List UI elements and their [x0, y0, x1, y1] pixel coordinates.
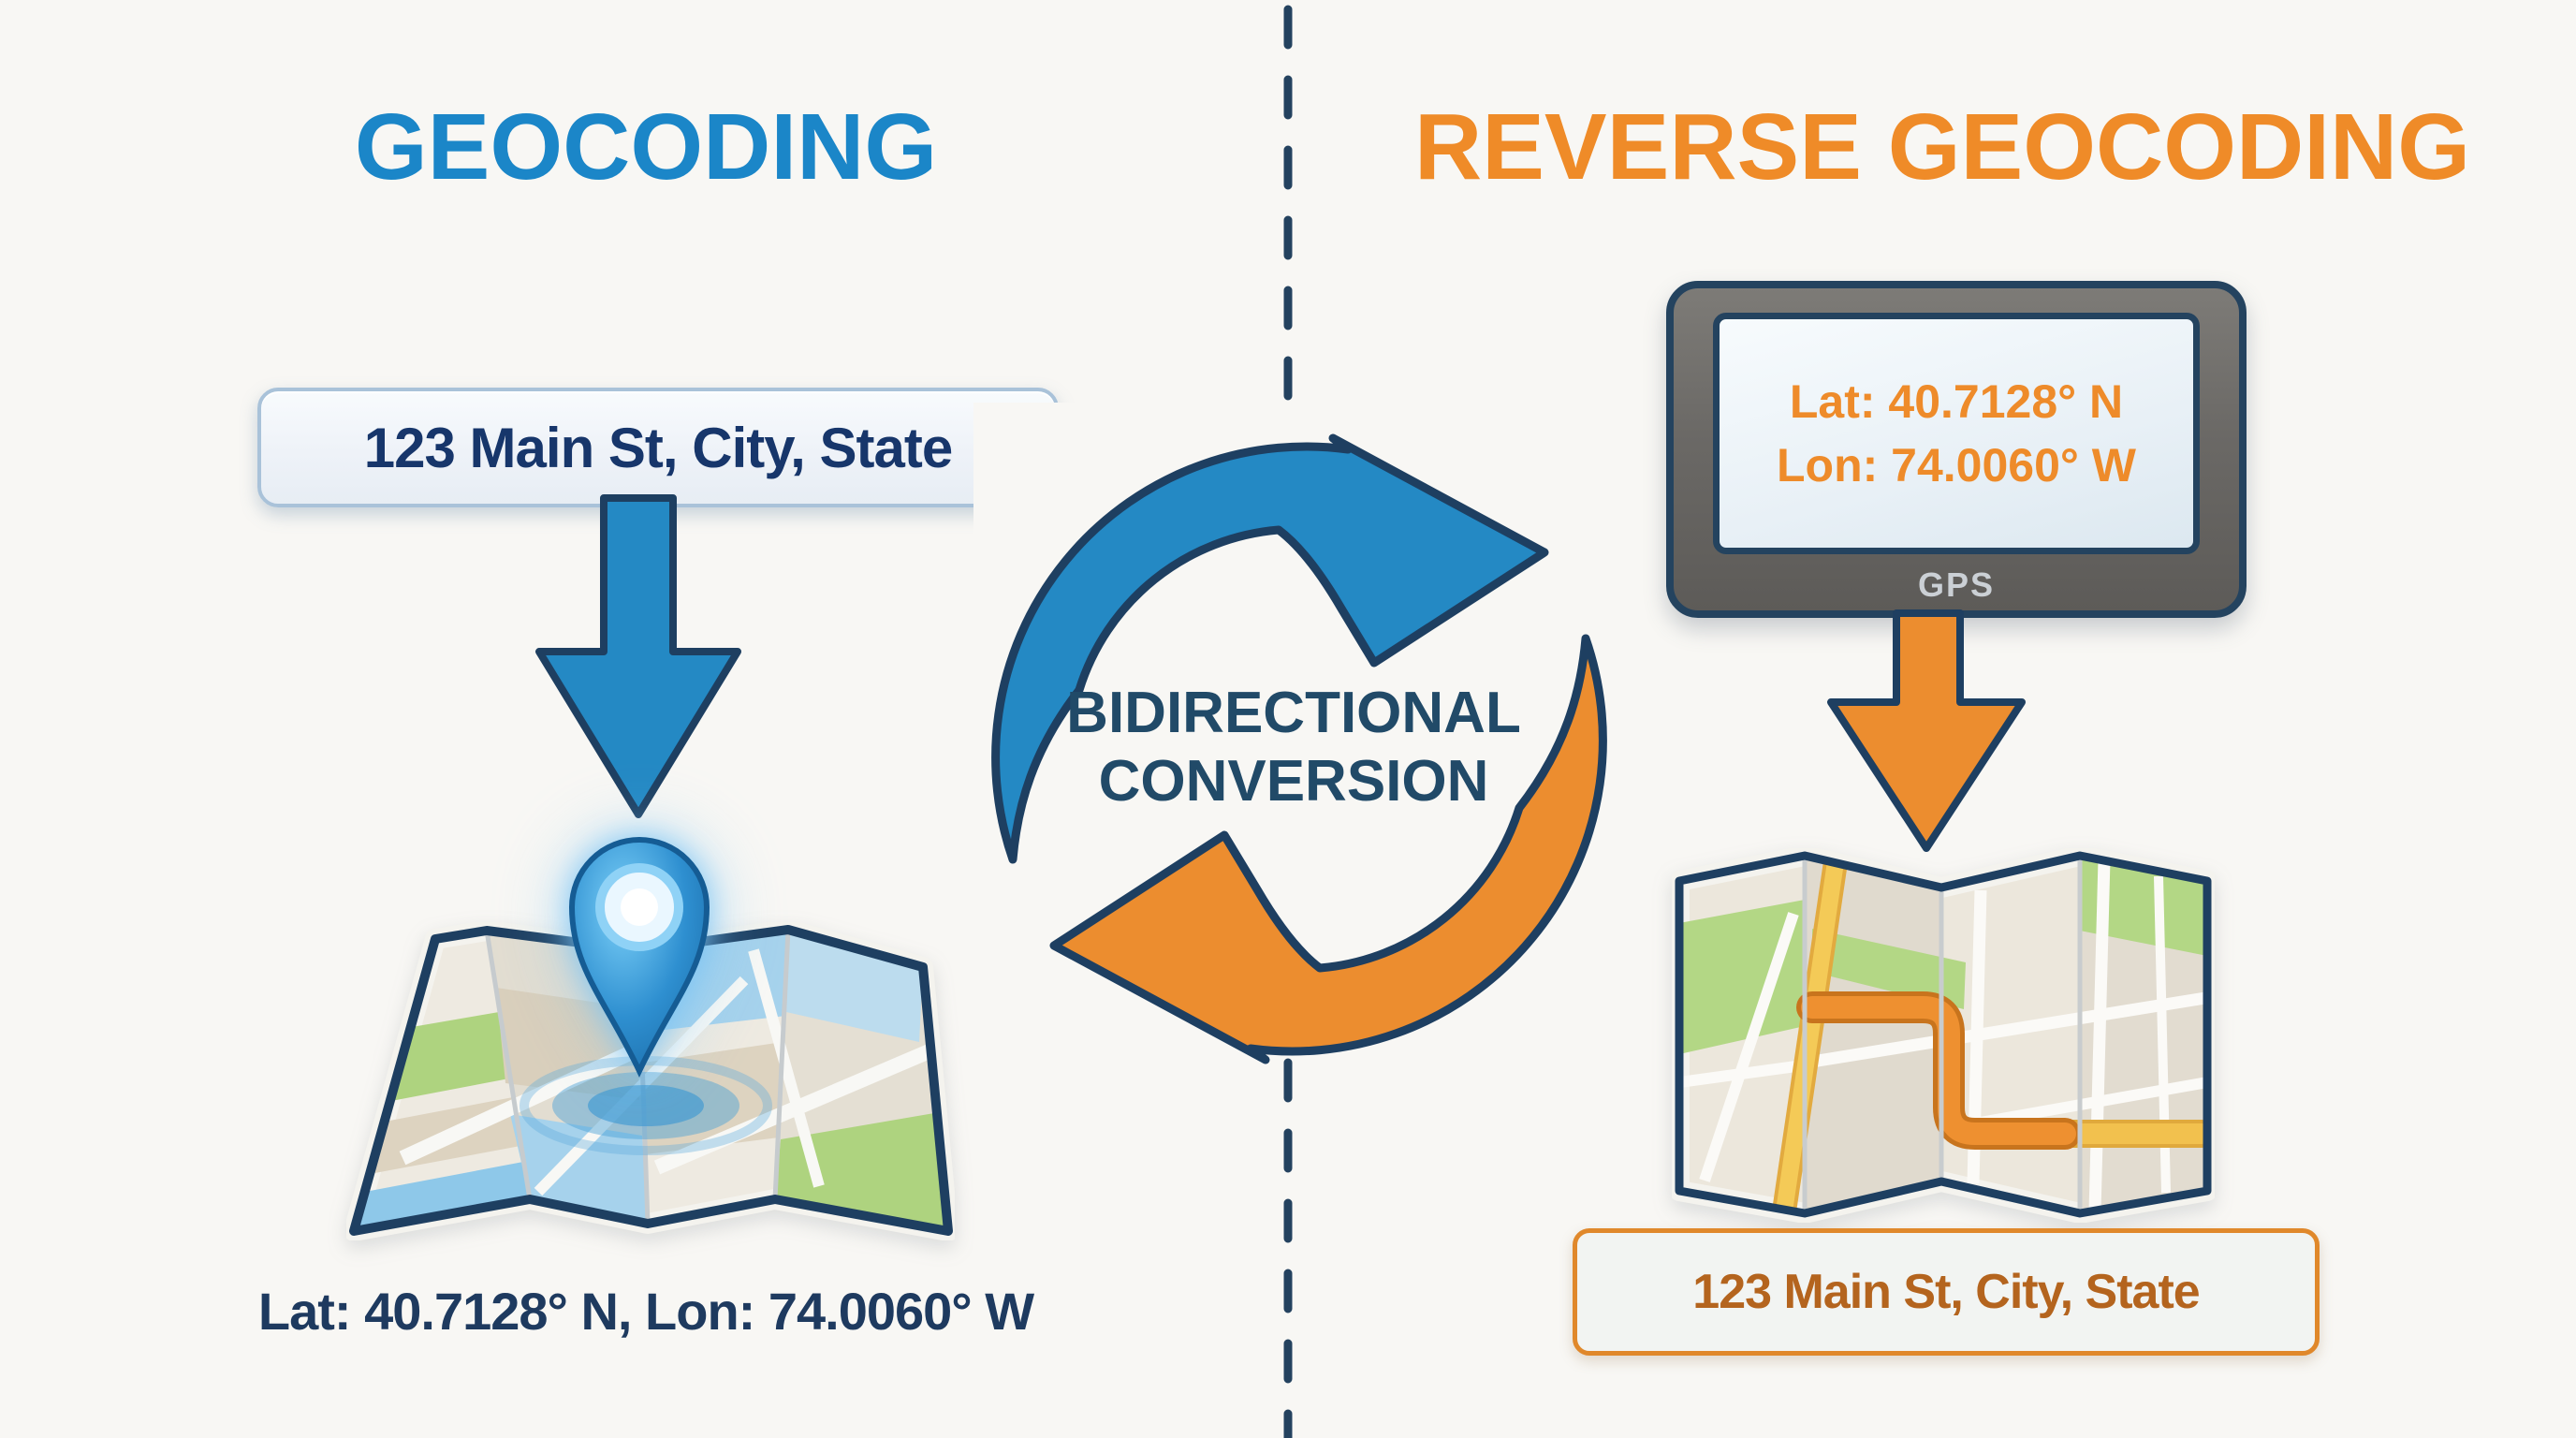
bidirectional-arrows-icon: BIDIRECTIONAL CONVERSION	[973, 403, 1610, 1077]
gps-device-label: GPS	[1917, 565, 1996, 604]
gps-screen: Lat: 40.7128° N Lon: 74.0060° W	[1713, 313, 2200, 554]
address-input-box: 123 Main St, City, State	[257, 388, 1059, 507]
gps-lon-line: Lon: 74.0060° W	[1777, 439, 2136, 492]
center-caption-line1: BIDIRECTIONAL	[1066, 681, 1521, 745]
map-texture	[1679, 856, 2207, 1213]
down-arrow-icon-orange	[1827, 609, 2026, 852]
address-output-box: 123 Main St, City, State	[1573, 1228, 2320, 1356]
address-output-text: 123 Main St, City, State	[1692, 1265, 2200, 1319]
reverse-geocoding-title: REVERSE GEOCODING	[1414, 95, 2470, 199]
location-pin-icon	[568, 837, 710, 1078]
gps-lat-line: Lat: 40.7128° N	[1789, 375, 2124, 428]
folded-map-icon-right	[1672, 848, 2215, 1223]
geocoding-title: GEOCODING	[354, 95, 938, 199]
route-path	[1796, 991, 2207, 1150]
coordinates-label: Lat: 40.7128° N, Lon: 74.0060° W	[257, 1282, 1034, 1341]
folded-map-icon-left	[346, 922, 955, 1240]
down-arrow-icon-blue	[535, 494, 741, 818]
gps-device: Lat: 40.7128° N Lon: 74.0060° W GPS	[1666, 281, 2247, 618]
address-input-text: 123 Main St, City, State	[363, 416, 953, 479]
center-caption-line2: CONVERSION	[1099, 749, 1489, 814]
